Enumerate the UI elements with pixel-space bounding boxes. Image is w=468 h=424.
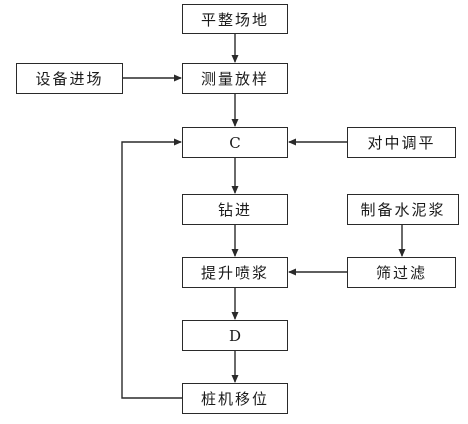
step-drilling: 钻进 [182,194,288,225]
arrow-loop-relocation-to-c [121,138,182,399]
step-c: C [182,127,288,158]
step-survey-layout: 测量放样 [182,63,288,94]
input-equipment-entry: 设备进场 [16,63,123,94]
step-d: D [182,320,288,351]
input-prepare-cement-slurry: 制备水泥浆 [347,194,459,225]
input-filtering: 筛过滤 [347,257,456,288]
input-centering-leveling: 对中调平 [347,127,456,158]
step-rig-relocation: 桩机移位 [182,383,288,414]
step-site-leveling: 平整场地 [182,4,288,34]
step-lift-grouting: 提升喷浆 [182,257,288,288]
